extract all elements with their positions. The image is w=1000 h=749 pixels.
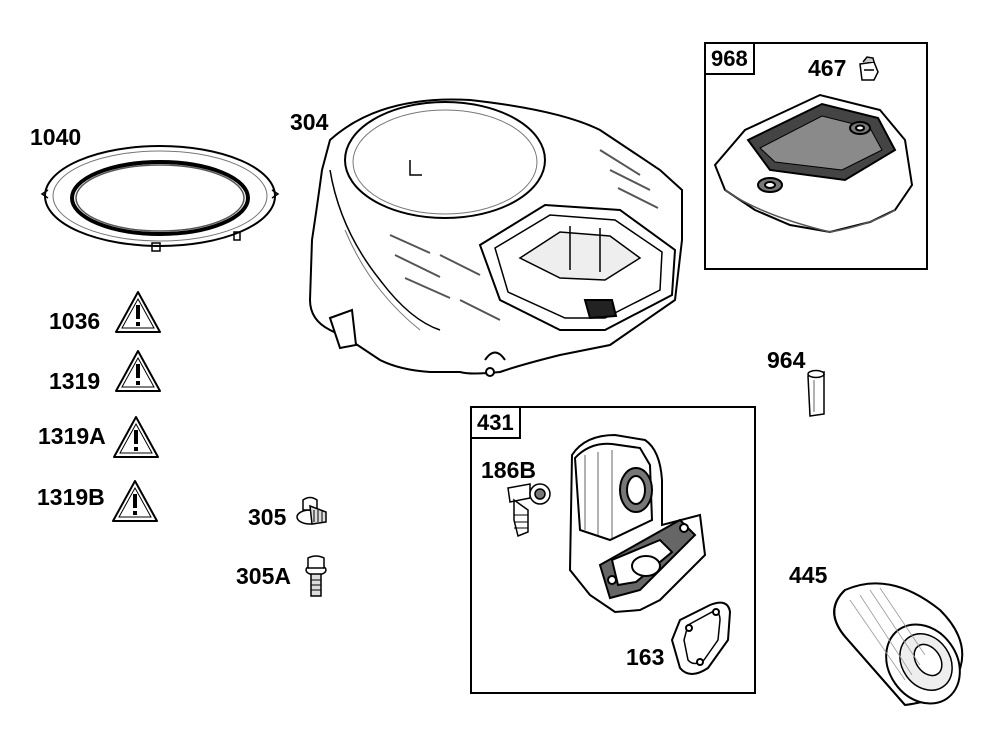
group-431-frame [470, 406, 756, 694]
part-305a-screw [305, 555, 327, 597]
callout-305: 305 [248, 504, 287, 530]
part-964-tube [807, 369, 825, 417]
callout-1319b: 1319B [37, 484, 105, 510]
callout-1319: 1319 [49, 368, 101, 394]
part-467-cap [859, 56, 879, 81]
callout-163: 163 [626, 644, 665, 670]
part-968-cover [713, 93, 914, 234]
part-163-gasket [670, 601, 732, 675]
part-304-blower-housing [308, 98, 683, 377]
warning-triangle-icon [115, 350, 161, 392]
callout-305a: 305A [236, 563, 291, 589]
part-445-filter [833, 582, 964, 707]
group-968-frame [704, 42, 928, 270]
callout-1319a: 1319A [38, 423, 106, 449]
warning-triangle-icon [112, 480, 158, 522]
warning-triangle-icon [113, 416, 159, 458]
warning-triangle-icon [115, 291, 161, 333]
group-431-tag: 431 [470, 406, 521, 439]
callout-964: 964 [767, 347, 806, 373]
callout-186b: 186B [481, 457, 536, 483]
part-305-screw [296, 496, 327, 525]
group-968-tag: 968 [704, 42, 755, 75]
callout-445: 445 [789, 562, 828, 588]
part-186b-fitting [507, 483, 551, 538]
callout-1040: 1040 [30, 124, 82, 150]
part-431-base [568, 433, 707, 614]
callout-1036: 1036 [49, 308, 101, 334]
callout-467: 467 [808, 55, 847, 81]
part-1040-ring [40, 145, 280, 252]
callout-304: 304 [290, 109, 329, 135]
